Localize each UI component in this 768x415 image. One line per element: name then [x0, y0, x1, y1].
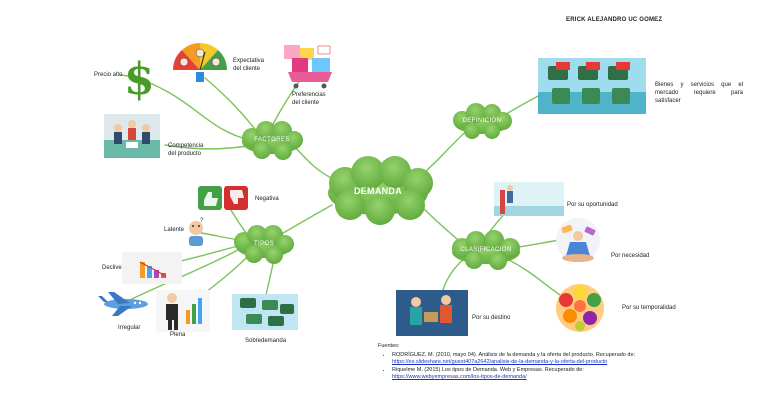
competencia-image — [104, 114, 160, 158]
clasificacion-cloud — [452, 230, 520, 270]
declining-chart-icon — [122, 252, 182, 284]
delivery-image — [396, 290, 468, 336]
leaf-temporalidad: Por su temporalidad — [622, 305, 676, 311]
leaf-preferencias: Preferencias del cliente — [292, 92, 326, 106]
clasificacion-label: CLASIFICACIÓN — [460, 247, 512, 253]
references: Fuentes: RODRÍGUEZ, M. (2010, mayo 04). … — [378, 343, 678, 382]
reference-text: RODRÍGUEZ, M. (2010, mayo 04). Análisis … — [392, 352, 636, 358]
leaf-precio-alto: Precio alto — [94, 72, 123, 78]
shopping-cart-icon — [284, 45, 332, 89]
reference-link[interactable]: https://www.webyempresas.com/los-tipos-d… — [392, 374, 527, 380]
center-cloud — [328, 156, 433, 225]
definicion-label: DEFINICIÓN — [462, 118, 502, 124]
reference-link[interactable]: https://es.slideshare.net/guest407a2642/… — [392, 359, 608, 365]
factores-label: FACTORES — [254, 137, 290, 143]
money-hands-image — [538, 58, 646, 114]
leaf-plena: Plena — [170, 332, 186, 338]
definicion-text: Bienes y servicios que el mercado requie… — [655, 82, 743, 104]
dollar-icon: $ — [124, 54, 155, 105]
author-name: ERICK ALEJANDRO UC GOMEZ — [566, 17, 663, 23]
reference-item: Riquelme M. (2015) Los tipos de Demanda.… — [392, 367, 678, 381]
airplane-icon — [98, 292, 148, 316]
opportunity-image — [494, 182, 564, 216]
leaf-expectativa: Expectativa del cliente — [233, 58, 265, 72]
thumbs-icon — [198, 186, 248, 210]
leaf-negativa: Negativa — [255, 196, 279, 202]
tipos-cloud — [234, 225, 294, 264]
leaf-destino: Por su destino — [472, 315, 511, 321]
reference-item: RODRÍGUEZ, M. (2010, mayo 04). Análisis … — [392, 352, 678, 366]
presenter-image — [156, 290, 210, 332]
reference-text: Riquelme M. (2015) Los tipos de Demanda.… — [392, 367, 584, 373]
svg-text:$: $ — [124, 54, 155, 105]
svg-text:?: ? — [200, 218, 204, 224]
leaf-competencia: Competencia del producto — [168, 143, 204, 157]
center-label: DEMANDA — [353, 186, 403, 196]
thinking-face-icon: ? — [189, 218, 204, 246]
leaf-oportunidad: Por su oportunidad — [567, 202, 618, 208]
meditation-icon — [556, 218, 600, 262]
leaf-irregular: Irregular — [118, 325, 141, 331]
definicion-cloud — [453, 103, 512, 139]
leaf-latente: Latente — [164, 227, 185, 233]
leaf-declive: Declive — [102, 265, 122, 271]
leaf-necesidad: Por necesidad — [611, 253, 650, 259]
references-heading: Fuentes: — [378, 343, 400, 349]
tipos-label: TIPOS — [253, 241, 274, 247]
fruits-icon — [556, 284, 604, 332]
references-list: RODRÍGUEZ, M. (2010, mayo 04). Análisis … — [378, 352, 678, 381]
gauge-icon — [173, 43, 227, 82]
money-hands-small-image — [232, 294, 298, 330]
leaf-sobredemanda: Sobredemanda — [245, 338, 287, 344]
factores-cloud — [242, 121, 303, 160]
